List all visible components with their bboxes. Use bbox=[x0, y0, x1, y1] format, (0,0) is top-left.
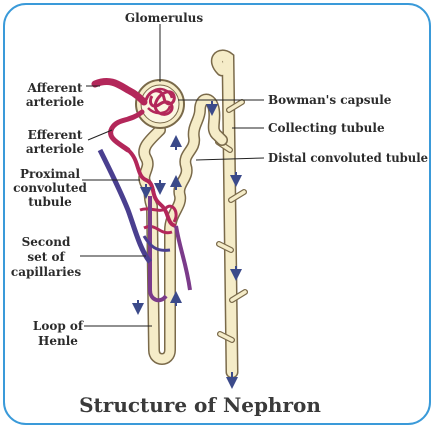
label-proximal-tubule-2: convoluted bbox=[13, 181, 87, 195]
label-afferent-arteriole-2: arteriole bbox=[26, 95, 85, 109]
label-proximal-tubule: Proximal bbox=[20, 167, 81, 181]
label-second-capillaries: Second bbox=[22, 235, 71, 249]
label-efferent-arteriole: Efferent bbox=[28, 128, 83, 142]
label-loop-of-henle-2: Henle bbox=[38, 334, 78, 348]
label-distal-tubule: Distal convoluted tubule bbox=[268, 151, 428, 165]
label-second-capillaries-3: capillaries bbox=[11, 265, 81, 279]
label-loop-of-henle: Loop of bbox=[33, 319, 84, 333]
label-second-capillaries-2: set of bbox=[27, 250, 65, 264]
label-glomerulus: Glomerulus bbox=[125, 11, 203, 25]
label-collecting-tubule: Collecting tubule bbox=[268, 121, 385, 135]
label-proximal-tubule-3: tubule bbox=[28, 195, 72, 209]
label-bowmans-capsule: Bowman's capsule bbox=[268, 93, 392, 107]
label-afferent-arteriole: Afferent bbox=[26, 81, 82, 95]
label-efferent-arteriole-2: arteriole bbox=[26, 142, 85, 156]
figure-caption: Structure of Nephron bbox=[79, 393, 321, 417]
